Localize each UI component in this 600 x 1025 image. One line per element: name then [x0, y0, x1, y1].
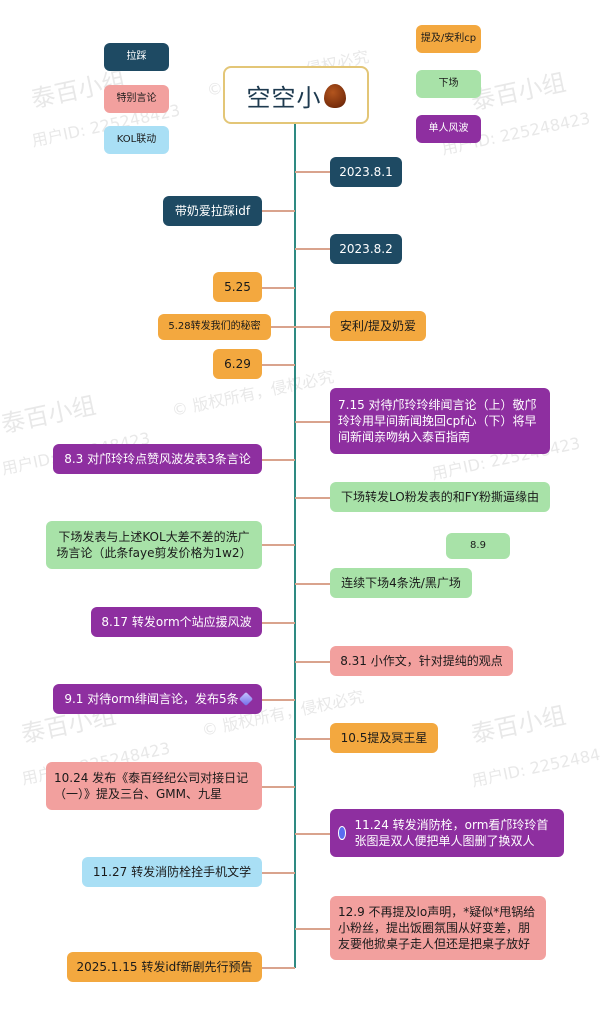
- node-8-9: 8.9: [446, 533, 510, 559]
- legend-item-special-remarks: 特别言论: [104, 85, 169, 113]
- connector: [262, 872, 295, 874]
- chestnut-icon: [323, 84, 346, 108]
- connector: [295, 171, 330, 173]
- connector: [295, 833, 330, 835]
- node-6-29: 6.29: [213, 349, 262, 379]
- connector: [262, 967, 295, 969]
- connector: [271, 326, 295, 328]
- node-2023-8-2: 2023.8.2: [330, 234, 402, 264]
- root-title: 空空小: [246, 83, 322, 112]
- connector: [262, 699, 295, 701]
- connector: [295, 497, 330, 499]
- connector: [295, 326, 330, 328]
- connector: [262, 287, 295, 289]
- node-10-24: 10.24 发布《泰百经纪公司对接日记（一）》提及三台、GMM、九星: [46, 762, 262, 810]
- node-5-28: 5.28转发我们的秘密: [158, 314, 271, 340]
- watermark-brand: 泰百小组: [468, 68, 569, 116]
- node-11-27: 11.27 转发消防栓拴手机文学: [82, 857, 262, 887]
- connector: [262, 459, 295, 461]
- node-11-24-label: 11.24 转发消防栓，orm看邝玲玲首张图是双人便把单人图删了换双人: [354, 817, 549, 848]
- watermark-brand: 泰百小组: [0, 391, 99, 439]
- node-xiachang-4: 连续下场4条洗/黑广场: [330, 568, 472, 598]
- node-7-15: 7.15 对待邝玲玲绯闻言论（上）敬邝玲玲用早间新闻挽回cpf心（下）将早间新闻…: [330, 388, 550, 454]
- connector: [262, 786, 295, 788]
- node-8-17: 8.17 转发orm个站应援风波: [91, 607, 262, 637]
- legend-item-solo-storm: 单人风波: [416, 115, 481, 143]
- node-5-25: 5.25: [213, 272, 262, 302]
- node-8-3: 8.3 对邝玲玲点赞风波发表3条言论: [53, 444, 262, 474]
- connector: [262, 544, 295, 546]
- timeline-spine: [294, 124, 296, 968]
- connector: [295, 248, 330, 250]
- legend-item-mention-cp: 提及/安利cp: [416, 25, 481, 53]
- node-8-31: 8.31 小作文，针对提纯的观点: [330, 646, 513, 676]
- legend-item-lacai: 拉踩: [104, 43, 169, 71]
- node-daiai-lacai: 带奶爱拉踩idf: [163, 196, 262, 226]
- root-node: 空空小: [223, 66, 369, 124]
- connector: [262, 364, 295, 366]
- connector: [295, 421, 330, 423]
- node-2025-1-15: 2025.1.15 转发idf新剧先行预告: [67, 952, 262, 982]
- node-9-1-label: 9.1 对待orm绯闻言论，发布5条: [64, 691, 239, 706]
- connector: [262, 210, 295, 212]
- connector: [295, 661, 330, 663]
- node-2023-8-1: 2023.8.1: [330, 157, 402, 187]
- watermark-user: 用户ID: 225248423: [469, 740, 600, 791]
- node-lo-fy: 下场转发LO粉发表的和FY粉撕逼缘由: [330, 482, 550, 512]
- dot-icon: [338, 826, 347, 840]
- node-anli-naiai: 安利/提及奶爱: [330, 311, 426, 341]
- connector: [295, 738, 330, 740]
- gem-icon: [238, 691, 253, 707]
- legend-item-kol: KOL联动: [104, 126, 169, 154]
- node-11-24: 11.24 转发消防栓，orm看邝玲玲首张图是双人便把单人图删了换双人: [330, 809, 564, 857]
- connector: [295, 928, 330, 930]
- connector: [295, 583, 330, 585]
- connector: [262, 622, 295, 624]
- node-12-9: 12.9 不再提及lo声明，*疑似*甩锅给小粉丝，提出饭圈氛围从好变差，朋友要他…: [330, 896, 546, 960]
- node-xiachang-kol: 下场发表与上述KOL大差不差的洗广场言论（此条faye剪发价格为1w2）: [46, 521, 262, 569]
- node-9-1: 9.1 对待orm绯闻言论，发布5条: [53, 684, 262, 714]
- watermark-brand: 泰百小组: [468, 701, 569, 749]
- legend-item-xiachang: 下场: [416, 70, 481, 98]
- node-10-5: 10.5提及冥王星: [330, 723, 438, 753]
